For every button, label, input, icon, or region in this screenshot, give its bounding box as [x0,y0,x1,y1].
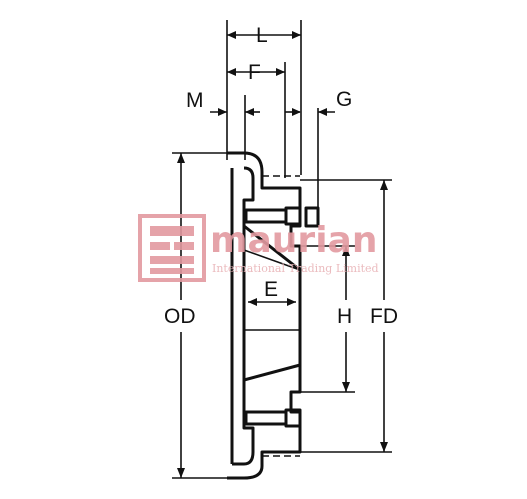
label-fd: FD [370,305,398,328]
dimension-m: M [186,89,260,160]
dimension-f: F [227,61,286,178]
label-f: F [248,61,261,84]
dimension-l: L [226,20,302,175]
dimension-e: E [248,278,296,306]
label-od: OD [164,305,196,328]
label-m: M [186,89,204,112]
label-l: L [256,24,268,47]
dimension-h: H [292,245,355,393]
label-h: H [337,305,352,328]
label-e: E [264,278,278,301]
dimension-od: OD [164,152,232,479]
watermark-logo-icon [138,214,206,282]
label-g: G [336,88,352,111]
pulley-section [227,151,320,480]
dimension-fd: FD [300,179,398,453]
watermark-tagline: International Trading Limited [212,262,379,275]
watermark: maurian International Trading Limited [138,214,379,282]
watermark-brand: maurian [210,220,377,261]
dimension-g: G [285,88,352,215]
